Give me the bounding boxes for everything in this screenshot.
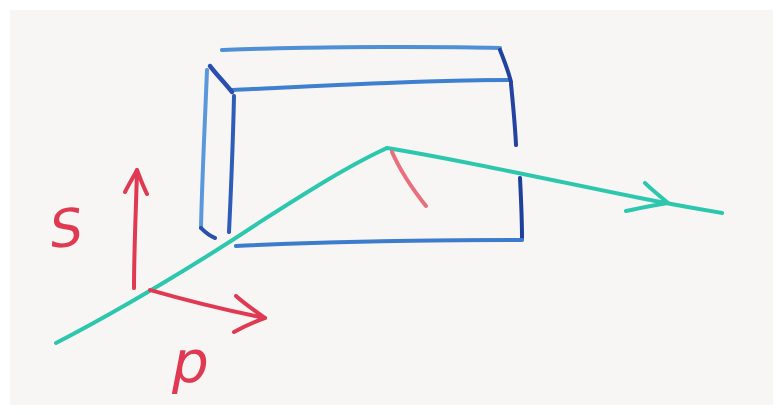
- interface-field-mark: [392, 152, 426, 206]
- box-top-front-edge: [232, 80, 508, 90]
- box-top-left-slant: [210, 66, 232, 92]
- s-label: S: [47, 198, 86, 261]
- s-polarization-arrow: [134, 170, 137, 288]
- box-top-right-slant: [500, 50, 511, 82]
- box-bottom-left-slant: [201, 228, 215, 238]
- p-label: p: [171, 328, 209, 396]
- box-bottom-edge: [236, 240, 522, 246]
- refracted-ray: [387, 148, 722, 213]
- box-left-front-edge: [229, 96, 234, 232]
- box-left-back-edge: [201, 70, 207, 228]
- box-top-back-edge: [222, 47, 500, 50]
- box-right-edge-upper: [511, 84, 516, 145]
- glass-block: [201, 47, 522, 246]
- box-right-edge-lower: [520, 178, 522, 238]
- light-beam: [56, 148, 722, 343]
- incident-ray: [56, 148, 387, 343]
